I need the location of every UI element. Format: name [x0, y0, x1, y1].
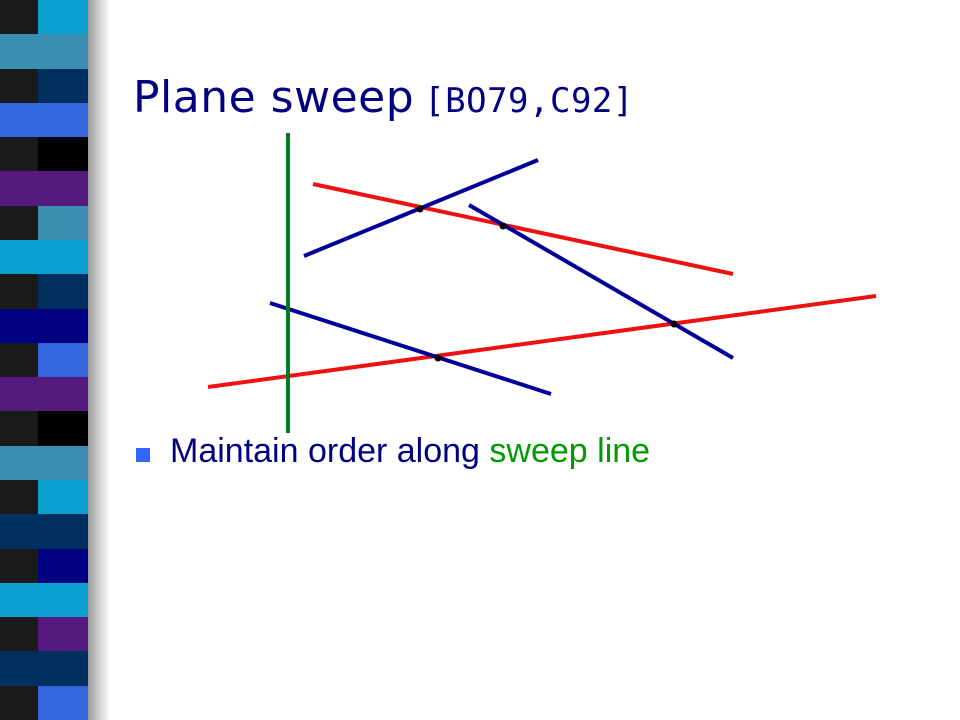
red-segment-bottom: [207, 294, 877, 389]
stripe-block: [0, 239, 90, 275]
blue-segment-lower: [269, 301, 552, 396]
stripe-block: [0, 411, 90, 446]
stripe-block: [0, 205, 90, 240]
stripe-shadow: [88, 0, 110, 720]
stripe-block: [0, 617, 90, 652]
bullet-text-main: Maintain order along: [170, 432, 490, 470]
blue-segment-upper-right: [467, 203, 735, 360]
bullet-text-highlight: sweep line: [489, 432, 651, 470]
stripe-block: [0, 308, 90, 343]
stripe-block: [0, 651, 90, 686]
stripe-block: [0, 171, 90, 206]
stripe-block: [0, 34, 90, 69]
intersection-point: [416, 205, 424, 213]
stripe-block: [0, 0, 90, 35]
decorative-stripe: [0, 0, 110, 720]
stripe-block: [0, 102, 90, 138]
stripe-block: [0, 137, 90, 172]
bullet-square-icon: [136, 447, 150, 462]
intersection-point: [670, 320, 678, 328]
title-text: Plane sweep: [133, 72, 415, 123]
bullet-text: Maintain order along sweep line: [170, 432, 650, 471]
stripe-block: [0, 582, 90, 618]
bullet-item: Maintain order along sweep line: [136, 432, 650, 471]
stripe-block: [0, 445, 90, 480]
stripe-cells: [0, 0, 90, 720]
stripe-block: [0, 479, 90, 515]
stripe-block: [0, 377, 90, 412]
stripe-block: [0, 68, 90, 103]
stripe-block: [0, 685, 90, 720]
stripe-block: [0, 548, 90, 583]
intersection-point: [499, 222, 507, 230]
stripe-block: [0, 274, 90, 309]
title-citation: [BO79,C92]: [424, 81, 634, 121]
red-segment-top: [312, 182, 734, 276]
stripe-block: [0, 342, 90, 378]
slide-title: Plane sweep[BO79,C92]: [133, 72, 634, 123]
intersection-point: [434, 354, 442, 362]
stripe-block: [0, 514, 90, 549]
